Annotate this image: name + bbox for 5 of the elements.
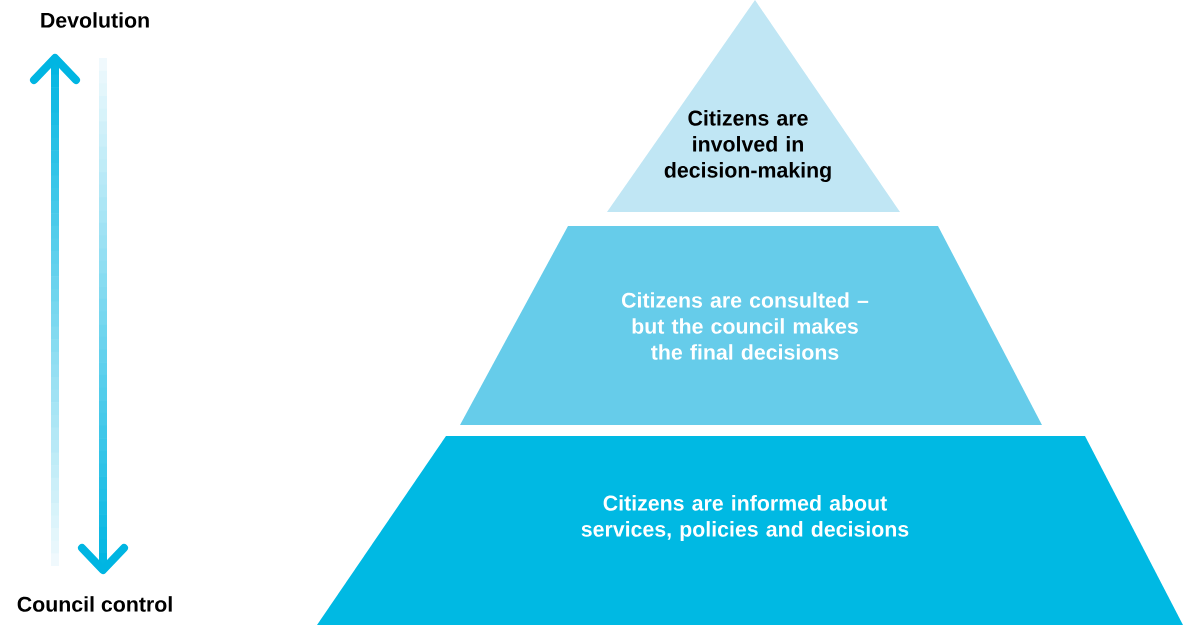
pyramid-level: Citizens are informed about services, policies and decisions	[317, 436, 1183, 625]
pyramid-level: Citizens are involved in decision-making	[607, 0, 900, 212]
axis-label: Devolution	[41, 12, 149, 28]
axis-label: Council control	[17, 596, 172, 612]
pyramid-level: Citizens are consulted – but the council makes the final decisions	[460, 226, 1042, 425]
